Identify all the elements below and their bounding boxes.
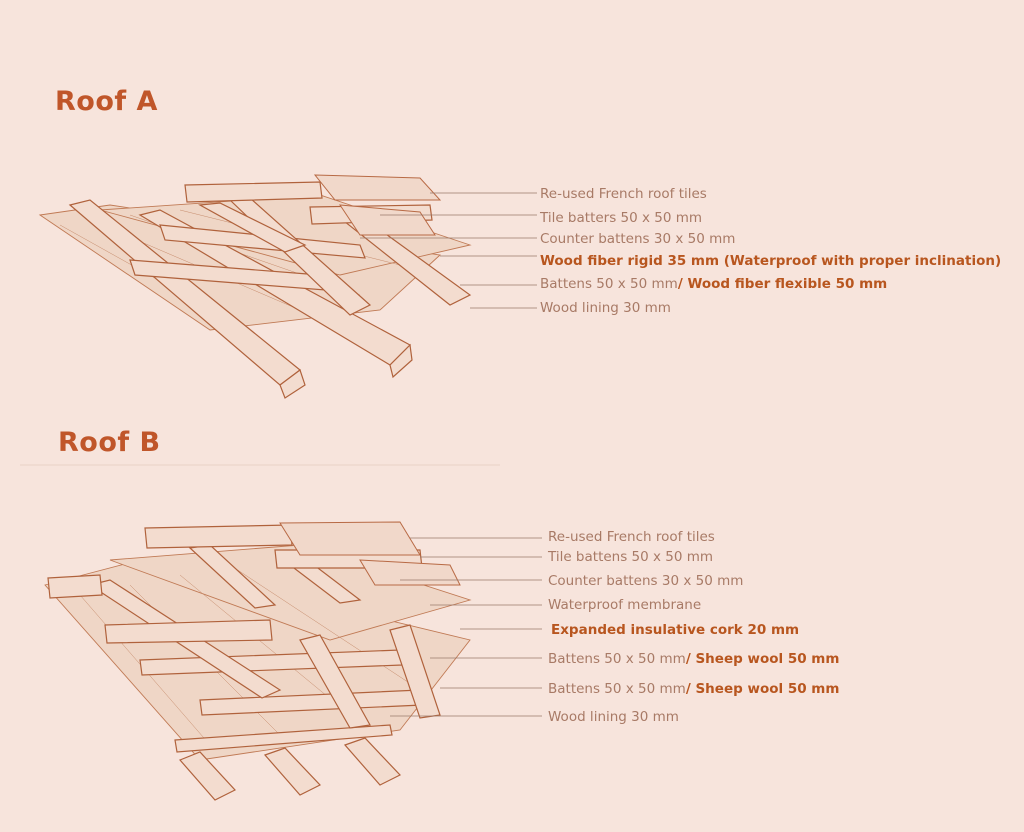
label-text: Battens 50 x 50 mm bbox=[548, 651, 686, 667]
label-bold: / Sheep wool 50 mm bbox=[685, 651, 840, 667]
roof-a-label-wood-fiber-rigid: Wood fiber rigid 35 mm (Waterproof with … bbox=[540, 253, 1002, 269]
label-text: Battens 50 x 50 mm bbox=[548, 681, 686, 697]
roof-b-label-battens-2: Battens 50 x 50 mm/ Sheep wool 50 mm bbox=[548, 681, 839, 697]
roof-b-label-membrane: Waterproof membrane bbox=[548, 597, 702, 613]
roof-b-label-counter-battens: Counter battens 30 x 50 mm bbox=[548, 573, 744, 589]
roof-b-tile-batten bbox=[144, 524, 293, 549]
roof-b-sketch bbox=[44, 521, 542, 801]
roof-a-tile-batten bbox=[184, 181, 323, 203]
roof-b-label-wood-lining: Wood lining 30 mm bbox=[548, 709, 679, 725]
roof-a-label-battens: Battens 50 x 50 mm/ Wood fiber flexible … bbox=[540, 276, 887, 292]
roof-b-label-tile-battens: Tile battens 50 x 50 mm bbox=[548, 549, 714, 565]
roof-a-title: Roof A bbox=[55, 86, 158, 117]
roof-a-label-tiles: Re-used French roof tiles bbox=[540, 186, 707, 202]
label-bold: / Sheep wool 50 mm bbox=[685, 681, 840, 697]
label-bold: / Wood fiber flexible 50 mm bbox=[677, 276, 888, 292]
roof-b-rafter bbox=[178, 751, 236, 801]
roof-b-rafter bbox=[263, 747, 321, 796]
roof-b-label-battens-1: Battens 50 x 50 mm/ Sheep wool 50 mm bbox=[548, 651, 839, 667]
roof-b-label-tiles: Re-used French roof tiles bbox=[548, 529, 715, 545]
roof-b-title: Roof B bbox=[58, 427, 161, 458]
roof-b-cork-board bbox=[109, 544, 472, 641]
roof-a-label-tile-battens: Tile batters 50 x 50 mm bbox=[540, 210, 703, 226]
roof-a-label-wood-lining: Wood lining 30 mm bbox=[540, 300, 671, 316]
roof-a-tiles bbox=[313, 174, 442, 201]
roof-b-batten bbox=[104, 619, 273, 644]
roof-b-label-cork: Expanded insulative cork 20 mm bbox=[551, 622, 800, 638]
roof-a-sketch bbox=[38, 174, 537, 399]
label-text: Battens 50 x 50 mm bbox=[540, 276, 678, 292]
roof-b-tiles bbox=[279, 521, 421, 556]
roof-a-label-counter-battens: Counter battens 30 x 50 mm bbox=[540, 231, 736, 247]
roof-b-rafter bbox=[343, 737, 401, 786]
